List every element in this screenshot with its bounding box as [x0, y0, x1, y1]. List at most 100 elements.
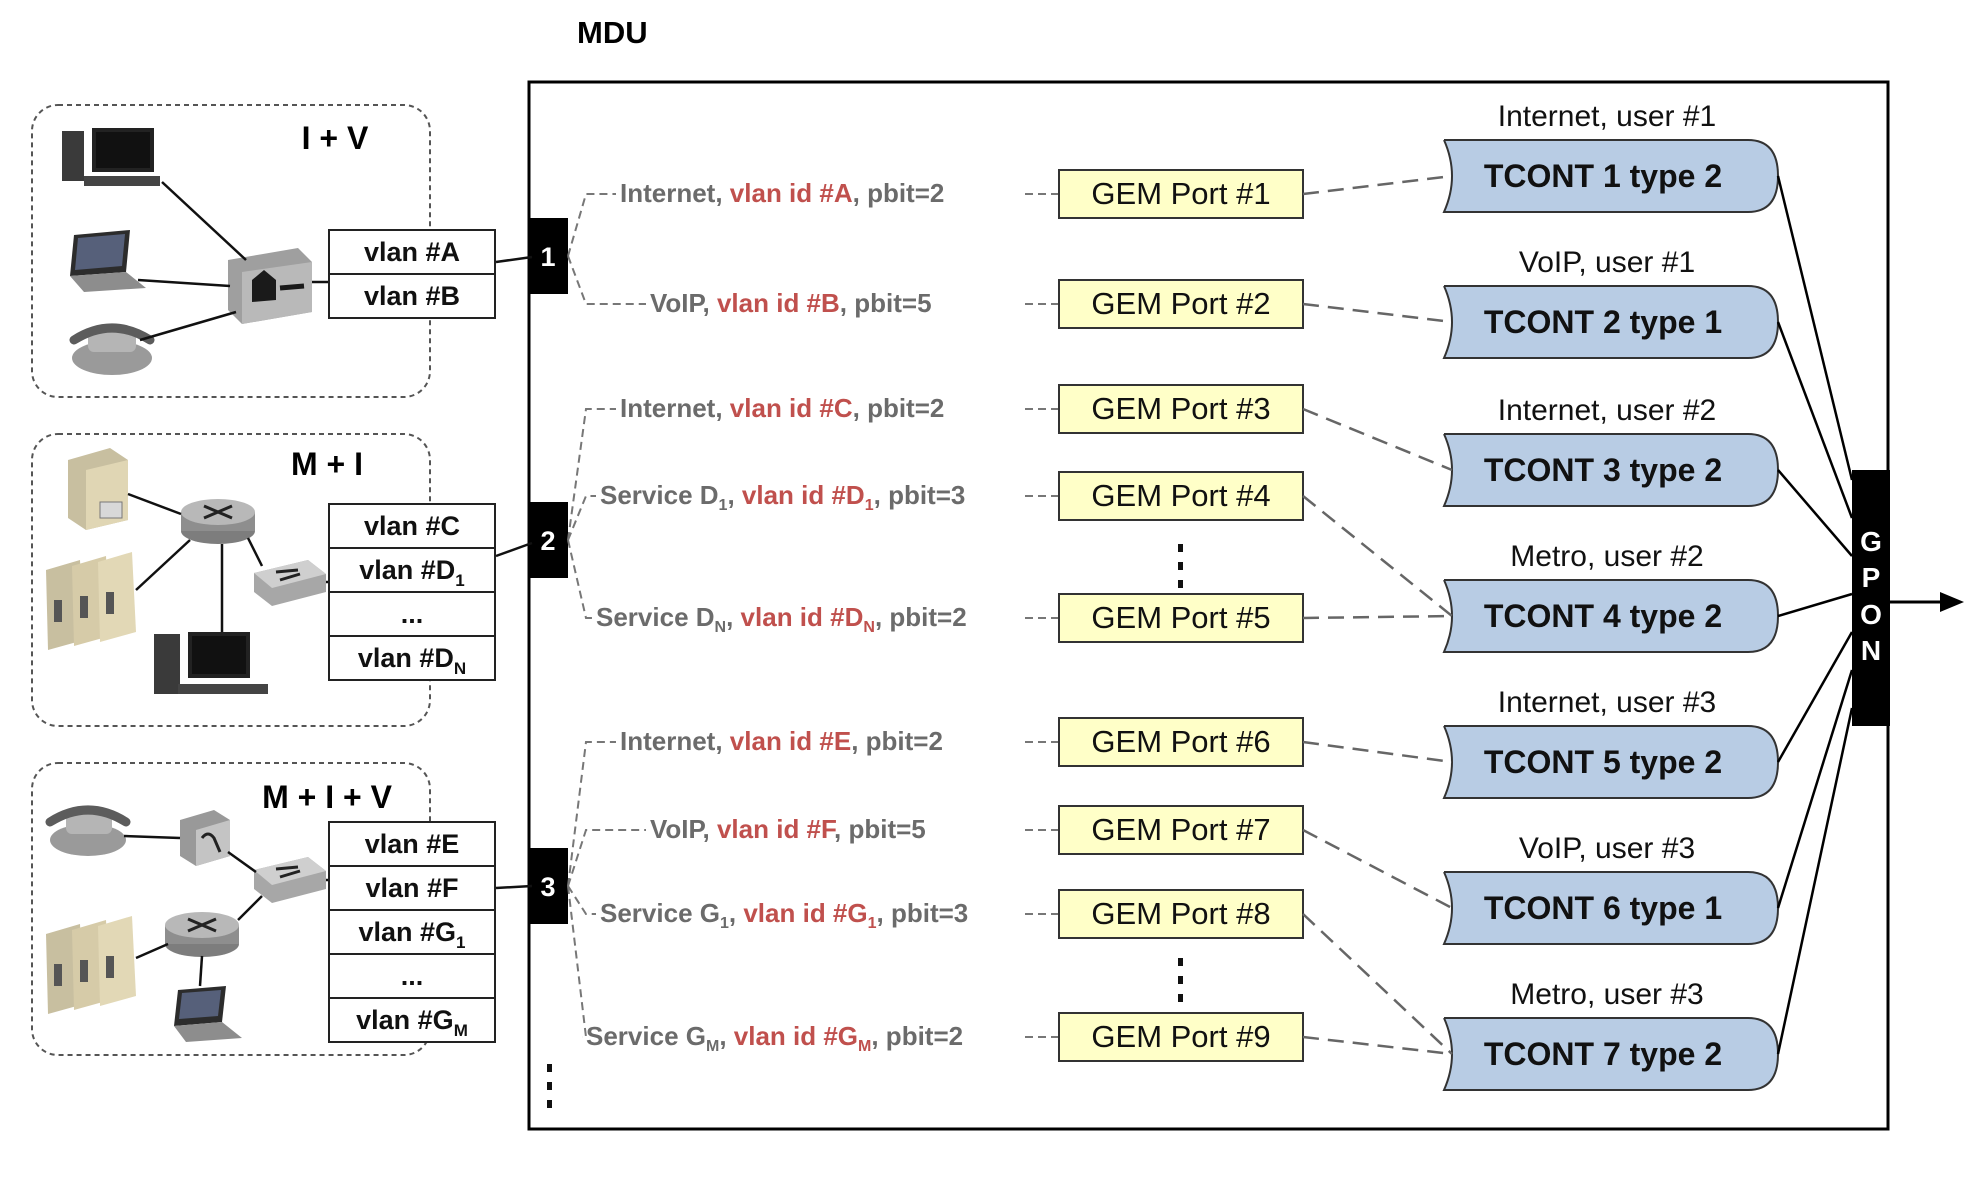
gem-to-tcont-line: [1302, 913, 1453, 1055]
vertical-ellipsis-icon: [547, 1064, 552, 1108]
gpon-letter: N: [1861, 635, 1881, 666]
vlan-cell: [328, 503, 496, 549]
tcont-label: TCONT 4 type 2: [1484, 598, 1722, 634]
port-box: [528, 218, 568, 294]
vlan-label: vlan #D1: [359, 555, 465, 590]
vlan-label: vlan #F: [365, 873, 458, 903]
gem-port-box: [1058, 593, 1304, 643]
port-number: 2: [540, 526, 555, 556]
vlan-label: vlan #G1: [358, 917, 465, 952]
gem-port-label: GEM Port #2: [1091, 286, 1270, 321]
vertical-ellipsis-icon: [1178, 544, 1183, 588]
link-line: [495, 541, 533, 558]
vlan-label: vlan #GM: [356, 1005, 468, 1040]
tcont-caption: Internet, user #1: [1498, 100, 1716, 133]
tcont-to-gpon-line: [1776, 175, 1854, 481]
vlan-cell: [328, 635, 496, 681]
tcont-label: TCONT 6 type 1: [1484, 890, 1722, 926]
switch-icon: [254, 560, 326, 606]
flow-label: Service G1, vlan id #G1, pbit=3: [600, 898, 968, 932]
flow-connector: [567, 495, 596, 541]
gem-port-box: [1058, 717, 1304, 767]
tcont-to-gpon-line: [1776, 321, 1854, 519]
vlan-label: vlan #E: [365, 829, 460, 859]
tcont-box: [1442, 579, 1780, 653]
group-label-2: M + I: [291, 446, 363, 482]
vlan-cell: [328, 953, 496, 999]
flow-label: Service GM, vlan id #GM, pbit=2: [586, 1021, 963, 1055]
telephone-icon: [69, 323, 155, 375]
tcont-to-gpon-line: [1776, 631, 1854, 763]
tcont-label: TCONT 1 type 2: [1484, 158, 1722, 194]
flow-connector: [567, 408, 616, 541]
link-line: [495, 255, 533, 264]
switch-icon: [254, 857, 326, 903]
gem-port-label: GEM Port #8: [1091, 896, 1270, 931]
flow-connector: [567, 255, 646, 305]
gem-to-tcont-line: [1302, 740, 1453, 764]
tcont-to-gpon-line: [1777, 592, 1853, 618]
gem-port-label: GEM Port #4: [1091, 478, 1270, 513]
gem-to-tcont-line: [1302, 828, 1453, 910]
link-line: [135, 942, 169, 960]
gem-port-label: GEM Port #1: [1091, 176, 1270, 211]
flow-label: VoIP, vlan id #F, pbit=5: [650, 814, 926, 844]
port-box: [528, 502, 568, 578]
router-icon: [165, 912, 239, 957]
gem-to-tcont-line: [1302, 302, 1453, 324]
link-line: [139, 310, 237, 342]
tcont-label: TCONT 7 type 2: [1484, 1036, 1722, 1072]
vlan-cell: [328, 273, 496, 319]
gem-port-box: [1058, 384, 1304, 434]
vlan-label: ...: [401, 599, 424, 629]
gem-to-tcont-line: [1302, 407, 1453, 472]
tcont-to-gpon-line: [1776, 707, 1854, 1055]
gem-port-label: GEM Port #3: [1091, 391, 1270, 426]
gem-port-label: GEM Port #7: [1091, 812, 1270, 847]
tcont-to-gpon-line: [1776, 669, 1854, 909]
tcont-caption: Internet, user #3: [1498, 686, 1716, 719]
server-rack-icon: [46, 916, 136, 1014]
vlan-label: vlan #A: [364, 237, 460, 267]
tcont-label: TCONT 3 type 2: [1484, 452, 1722, 488]
tcont-label: TCONT 5 type 2: [1484, 744, 1722, 780]
tcont-caption: VoIP, user #3: [1519, 832, 1695, 865]
flow-connector: [567, 193, 616, 257]
port-box: [528, 848, 568, 924]
tcont-box: [1442, 871, 1780, 945]
gem-port-box: [1058, 279, 1304, 329]
gem-to-tcont-line: [1302, 495, 1453, 617]
gem-to-tcont-line: [1302, 614, 1453, 620]
gpon-letter: P: [1862, 562, 1881, 593]
link-line: [137, 278, 231, 288]
voip-adapter-icon: [180, 810, 230, 866]
gem-port-label: GEM Port #6: [1091, 724, 1270, 759]
flow-connector: [567, 539, 592, 619]
vlan-label: vlan #C: [364, 511, 460, 541]
telephone-icon: [45, 805, 131, 856]
link-line: [237, 895, 263, 921]
arrow-right-icon: [1940, 592, 1964, 612]
gpon-port: [1852, 470, 1890, 726]
gem-port-box: [1058, 169, 1304, 219]
vlan-label: ...: [401, 961, 424, 991]
flow-connector: [567, 885, 596, 915]
link-line: [127, 492, 182, 516]
laptop-icon: [174, 986, 242, 1042]
vertical-ellipsis-icon: [1178, 958, 1183, 1002]
group-label-1: I + V: [302, 120, 369, 156]
flow-label: Internet, vlan id #C, pbit=2: [620, 393, 944, 423]
link-line: [198, 955, 204, 987]
gem-to-tcont-line: [1302, 1035, 1453, 1056]
tcont-to-gpon-line: [1777, 469, 1853, 557]
vlan-label: vlan #B: [364, 281, 460, 311]
tcont-box: [1442, 285, 1780, 359]
gpon-letter: O: [1860, 599, 1882, 630]
flow-label: Internet, vlan id #A, pbit=2: [620, 178, 944, 208]
home-gateway-icon: [228, 248, 312, 324]
gpon-letter: G: [1860, 526, 1882, 557]
gem-to-tcont-line: [1302, 174, 1453, 196]
tcont-caption: Metro, user #3: [1510, 978, 1703, 1011]
link-line: [246, 537, 264, 567]
